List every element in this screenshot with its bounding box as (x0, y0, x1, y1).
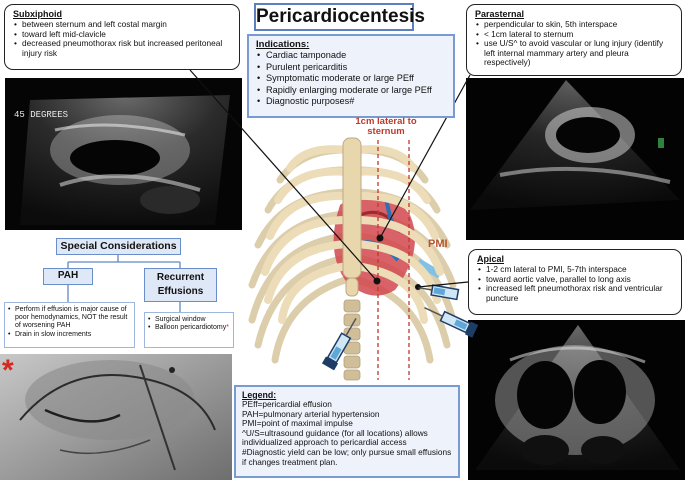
pah-item: Perform if effusion is major cause of po… (8, 306, 131, 331)
pah-item: Drain in slow increments (8, 331, 131, 339)
parasternal-item: < 1cm lateral to sternum (475, 29, 673, 40)
rib-cage-illustration (248, 137, 457, 381)
indications-heading: Indications: (256, 39, 310, 50)
parasternal-box: Parasternal perpendicular to skin, 5th i… (466, 4, 682, 76)
recurrent-item: Balloon pericardiotomy* (148, 324, 230, 332)
indications-box: Indications: Cardiac tamponade Purulent … (247, 34, 455, 118)
lateral-sternum-label: 1cm lateral to sternum (355, 116, 417, 137)
connector-lines (189, 69, 471, 288)
special-considerations-title: Special Considerations (56, 238, 181, 255)
legend-line: #Diagnostic yield can be low; only pursu… (242, 446, 452, 467)
syringe-icon (418, 284, 460, 301)
syringe-icon (424, 307, 479, 338)
page-title: Pericardiocentesis (256, 6, 425, 27)
pmi-label: PMI (428, 238, 448, 250)
parasternal-heading: Parasternal (475, 9, 525, 19)
subxiphoid-box: Subxiphoid between sternum and left cost… (4, 4, 240, 70)
echo-angle-label: 45 DEGREES (14, 110, 69, 120)
title-box: Pericardiocentesis (254, 3, 425, 31)
fluoroscopy-image (0, 354, 232, 480)
pah-title: PAH (43, 268, 93, 285)
indication-item: Cardiac tamponade (256, 50, 446, 62)
asterisk-mark: * (226, 324, 229, 332)
recurrent-item: Surgical window (148, 316, 230, 324)
indication-item: Rapidly enlarging moderate or large PEff (256, 85, 446, 97)
indication-item: Symptomatic moderate or large PEff (256, 73, 446, 85)
echo-apical-image (468, 320, 685, 480)
recurrent-item-text: Balloon pericardiotomy (155, 324, 227, 332)
subxiphoid-heading: Subxiphoid (13, 9, 62, 19)
indication-item: Purulent pericarditis (256, 62, 446, 74)
parasternal-item: use U/S^ to avoid vascular or lung injur… (475, 38, 673, 68)
legend-heading: Legend: (242, 390, 277, 400)
apical-item: toward aortic valve, parallel to long ax… (477, 274, 673, 285)
syringe-icon (321, 318, 357, 371)
apical-item: increased left pneumothorax risk and ven… (477, 283, 673, 303)
legend-box: Legend: PEff=pericardial effusion PAH=pu… (234, 385, 460, 478)
echo-parasternal-image (466, 78, 684, 240)
parasternal-item: perpendicular to skin, 5th interspace (475, 19, 673, 30)
legend-line: ^U/S=ultrasound guidance (for all locati… (242, 427, 428, 448)
subxiphoid-item: between sternum and left costal margin (13, 19, 231, 30)
recurrent-effusions-title: Recurrent Effusions (144, 268, 217, 302)
pah-list: Perform if effusion is major cause of po… (4, 302, 135, 348)
indications-list: Cardiac tamponade Purulent pericarditis … (256, 50, 446, 108)
indication-item: Diagnostic purposes# (256, 96, 446, 108)
legend-line: PMI=point of maximal impulse (242, 418, 353, 429)
recurrent-list: Surgical window Balloon pericardiotomy* (144, 312, 234, 348)
legend-line: PEff=pericardial effusion (242, 399, 332, 409)
legend-line: PAH=pulmonary arterial hypertension (242, 408, 380, 419)
apical-item: 1-2 cm lateral to PMI, 5-7th interspace (477, 264, 673, 275)
fluoro-asterisk-mark: * (2, 354, 14, 387)
apical-heading: Apical (477, 254, 505, 264)
special-tree (67, 255, 181, 312)
subxiphoid-item: decreased pneumothorax risk but increase… (13, 38, 231, 58)
echo-subxiphoid-image (5, 78, 242, 230)
subxiphoid-item: toward left mid-clavicle (13, 29, 231, 40)
apical-box: Apical 1-2 cm lateral to PMI, 5-7th inte… (468, 249, 682, 315)
